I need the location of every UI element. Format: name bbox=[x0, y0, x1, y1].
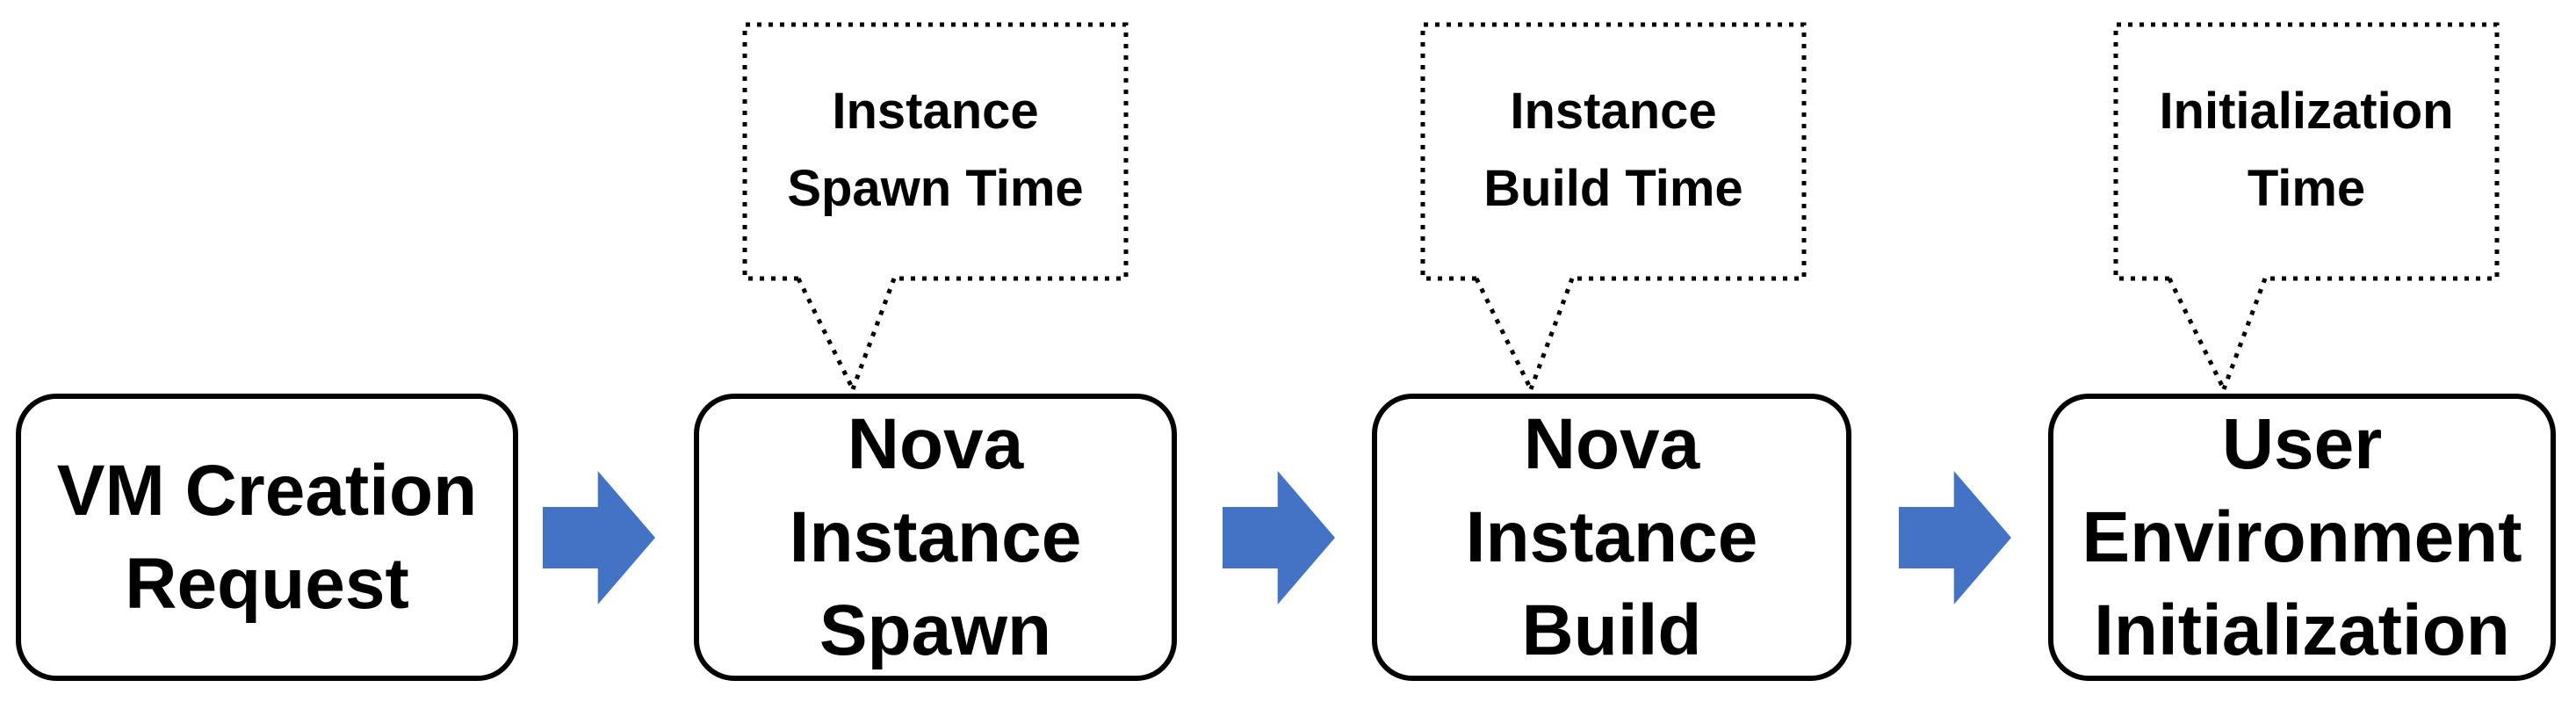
flow-step-vm-creation-request: VM Creation Request bbox=[16, 394, 518, 681]
callout-label: Initialization Time bbox=[2159, 83, 2454, 217]
callout-label: Instance Build Time bbox=[1483, 83, 1743, 217]
right-block-arrow-icon bbox=[1223, 471, 1335, 604]
callout-initialization-time: Initialization Time bbox=[2113, 22, 2500, 394]
flow-step-label: User Environment Initialization bbox=[2082, 403, 2522, 670]
callout-label: Instance Spawn Time bbox=[787, 83, 1084, 217]
flow-step-label: VM Creation Request bbox=[56, 450, 478, 624]
flow-step-label: Nova Instance Spawn bbox=[789, 403, 1082, 670]
flow-step-nova-instance-spawn: Nova Instance Spawn bbox=[694, 394, 1177, 681]
dotted-callout-bubble-icon bbox=[2113, 22, 2500, 391]
callout-instance-build-time: Instance Build Time bbox=[1420, 22, 1807, 394]
callout-instance-spawn-time: Instance Spawn Time bbox=[742, 22, 1129, 394]
dotted-callout-bubble-icon bbox=[1420, 22, 1807, 391]
dotted-callout-bubble-icon bbox=[742, 22, 1129, 391]
right-block-arrow-icon bbox=[543, 471, 655, 604]
flow-step-nova-instance-build: Nova Instance Build bbox=[1372, 394, 1851, 681]
flow-step-user-environment-initialization: User Environment Initialization bbox=[2048, 394, 2556, 681]
flow-step-label: Nova Instance Build bbox=[1465, 403, 1758, 670]
right-block-arrow-icon bbox=[1899, 471, 2011, 604]
